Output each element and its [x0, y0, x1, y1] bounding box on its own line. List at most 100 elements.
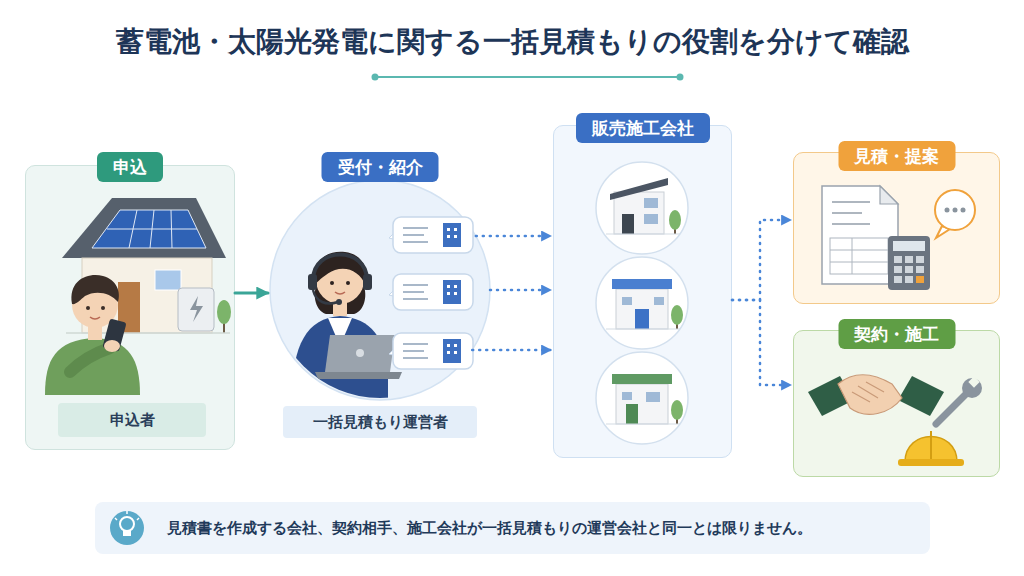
applicant-illustration [72, 282, 118, 328]
applicant-illustration [171, 210, 172, 248]
estimate-illustration [822, 186, 975, 290]
operator-illustration [389, 346, 397, 356]
operator-illustration [292, 316, 388, 398]
contract-illustration [852, 382, 884, 402]
estimate-illustration [832, 212, 862, 214]
operator-illustration [333, 298, 347, 316]
operator-illustration [454, 351, 457, 354]
operator-circle: 受付・紹介一括見積もり運営者 [265, 150, 495, 440]
heading-tag: 受付・紹介 [322, 152, 439, 182]
company-house-icons [612, 279, 672, 289]
step-panel: 見積・提案 [793, 152, 1000, 304]
contract-illustration [968, 376, 979, 387]
applicant-illustration [150, 210, 154, 248]
operator-illustration [335, 292, 345, 294]
operator-illustration [403, 234, 424, 236]
estimate-illustration [852, 238, 853, 274]
applicant-illustration [129, 210, 137, 248]
company-house-icons [674, 224, 676, 234]
contract-illustration [930, 431, 932, 462]
operator-illustration [316, 256, 364, 304]
flow-arrow [732, 300, 791, 385]
estimate-illustration [830, 262, 888, 263]
note-bulb-icon [115, 518, 117, 520]
applicant-illustration [71, 275, 118, 304]
applicant-illustration [45, 198, 231, 395]
operator-illustration [454, 285, 457, 288]
estimate-illustration [832, 201, 870, 203]
operator-illustration [313, 290, 338, 304]
estimate-illustration [905, 256, 913, 263]
company-house-icons [610, 178, 668, 200]
operator-illustration [346, 281, 350, 285]
operator-illustration [403, 227, 428, 229]
diagram-title: 蓄電池・太陽光発電に関する一括見積もりの役割を分けて確認 [0, 24, 1024, 60]
company-house-icons [612, 374, 672, 384]
note-bulb-icon [120, 517, 134, 531]
flow-arrow [235, 292, 268, 295]
company-house-icons [606, 329, 680, 330]
company-house-icons [596, 257, 688, 349]
company-house-icons [596, 162, 688, 254]
heading-tag: 申込 [97, 152, 163, 182]
operator-illustration [454, 235, 457, 238]
operator-illustration [403, 350, 424, 352]
node-label: 申込者 [110, 410, 155, 430]
note-bulb-icon [126, 511, 128, 514]
company-house-icons [635, 309, 649, 329]
flow-arrow [476, 235, 551, 238]
estimate-illustration [936, 226, 950, 238]
circle-outline [270, 180, 490, 400]
estimate-illustration [888, 236, 930, 290]
note-bulb-icon [110, 511, 144, 545]
applicant-illustration [190, 296, 203, 322]
company-house-icons [671, 305, 683, 325]
estimate-illustration [905, 276, 913, 283]
company-house-icons [596, 162, 688, 444]
estimate-illustration [832, 223, 870, 225]
operator-illustration [325, 335, 395, 372]
operator-illustration [403, 241, 428, 243]
node-body: 見積書を作成する会社、契約相手、施工会社が一括見積もりの運営会社と同一とは限りま… [95, 502, 930, 554]
applicant-illustration [92, 210, 206, 248]
operator-illustration [389, 287, 397, 297]
note-bulb-icon [110, 511, 144, 545]
applicant-illustration [70, 348, 110, 372]
operator-illustration [313, 255, 367, 281]
applicant-illustration [104, 340, 120, 352]
applicant-illustration [62, 198, 226, 258]
note-text: 見積書を作成する会社、契約相手、施工会社が一括見積もりの運営会社と同一とは限りま… [167, 518, 812, 538]
operator-illustration [403, 357, 428, 359]
operator-illustration [315, 372, 402, 379]
company-house-icons [616, 289, 668, 329]
company-house-icons [669, 210, 681, 230]
operator-illustration [443, 280, 461, 304]
operator-illustration [403, 284, 428, 286]
note-bulb-icon [123, 531, 131, 536]
estimate-illustration [894, 276, 902, 283]
title-underline [372, 74, 379, 81]
step-panel: 契約・施工 [793, 330, 1000, 477]
estimate-illustration [945, 208, 950, 213]
contract-illustration [898, 459, 964, 466]
company-house-icons [644, 214, 658, 224]
node-body: 一括見積もり運営者 [283, 406, 477, 438]
operator-illustration [403, 291, 424, 293]
operator-illustration [356, 349, 364, 357]
estimate-illustration [893, 241, 925, 251]
operator-illustration [447, 235, 450, 238]
heading-tag: 販売施工会社 [576, 113, 710, 143]
company-panel: 販売施工会社 [553, 125, 732, 458]
flow-arrow [472, 349, 551, 352]
operator-illustration [308, 274, 317, 290]
contract-illustration [808, 375, 982, 466]
estimate-illustration [953, 208, 958, 213]
contract-illustration [898, 376, 944, 416]
company-house-icons [654, 297, 664, 305]
contract-illustration [808, 376, 854, 416]
node-label: 一括見積もり運営者 [313, 412, 448, 432]
estimate-illustration [935, 190, 975, 230]
contract-illustration [838, 375, 902, 414]
operator-illustration [389, 217, 473, 253]
